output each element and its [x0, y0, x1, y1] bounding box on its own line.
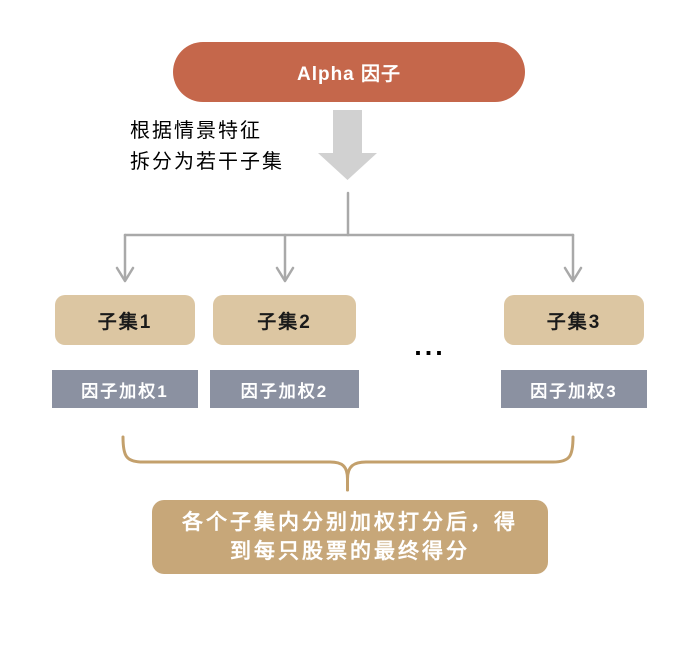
- result-line1: 各个子集内分别加权打分后，得: [182, 511, 518, 534]
- subset-1-label: 子集1: [97, 311, 153, 333]
- split-note-line2: 拆分为若干子集: [130, 151, 284, 173]
- alpha-factor-label: Alpha 因子: [296, 63, 402, 85]
- subset-box-3: 子集3: [504, 295, 644, 345]
- result-line2: 到每只股票的最终得分: [230, 540, 470, 563]
- subset-2-label: 子集2: [257, 311, 312, 333]
- arrowhead-icon: [563, 266, 583, 283]
- arrowhead-icon: [275, 266, 295, 283]
- weight-1-label: 因子加权1: [81, 381, 169, 401]
- subset-3-label: 子集3: [546, 311, 602, 333]
- weight-3-label: 因子加权3: [530, 381, 618, 401]
- split-note: 根据情景特征 拆分为若干子集: [130, 116, 320, 178]
- arrowhead-icon: [115, 266, 135, 283]
- split-note-line1: 根据情景特征: [130, 120, 262, 142]
- subset-box-1: 子集1: [55, 295, 195, 345]
- brace-icon: [121, 435, 575, 492]
- ellipsis-dots: ...: [414, 331, 446, 361]
- weight-2-label: 因子加权2: [240, 381, 329, 401]
- weight-box-1: 因子加权1: [52, 370, 198, 408]
- result-box: 各个子集内分别加权打分后，得 到每只股票的最终得分: [152, 500, 548, 574]
- alpha-factor-node: Alpha 因子: [173, 42, 525, 102]
- down-block-arrow-icon: [318, 110, 377, 180]
- weight-box-2: 因子加权2: [210, 370, 359, 408]
- weight-box-3: 因子加权3: [501, 370, 647, 408]
- branch-connector-lines: [115, 191, 583, 283]
- subset-box-2: 子集2: [213, 295, 356, 345]
